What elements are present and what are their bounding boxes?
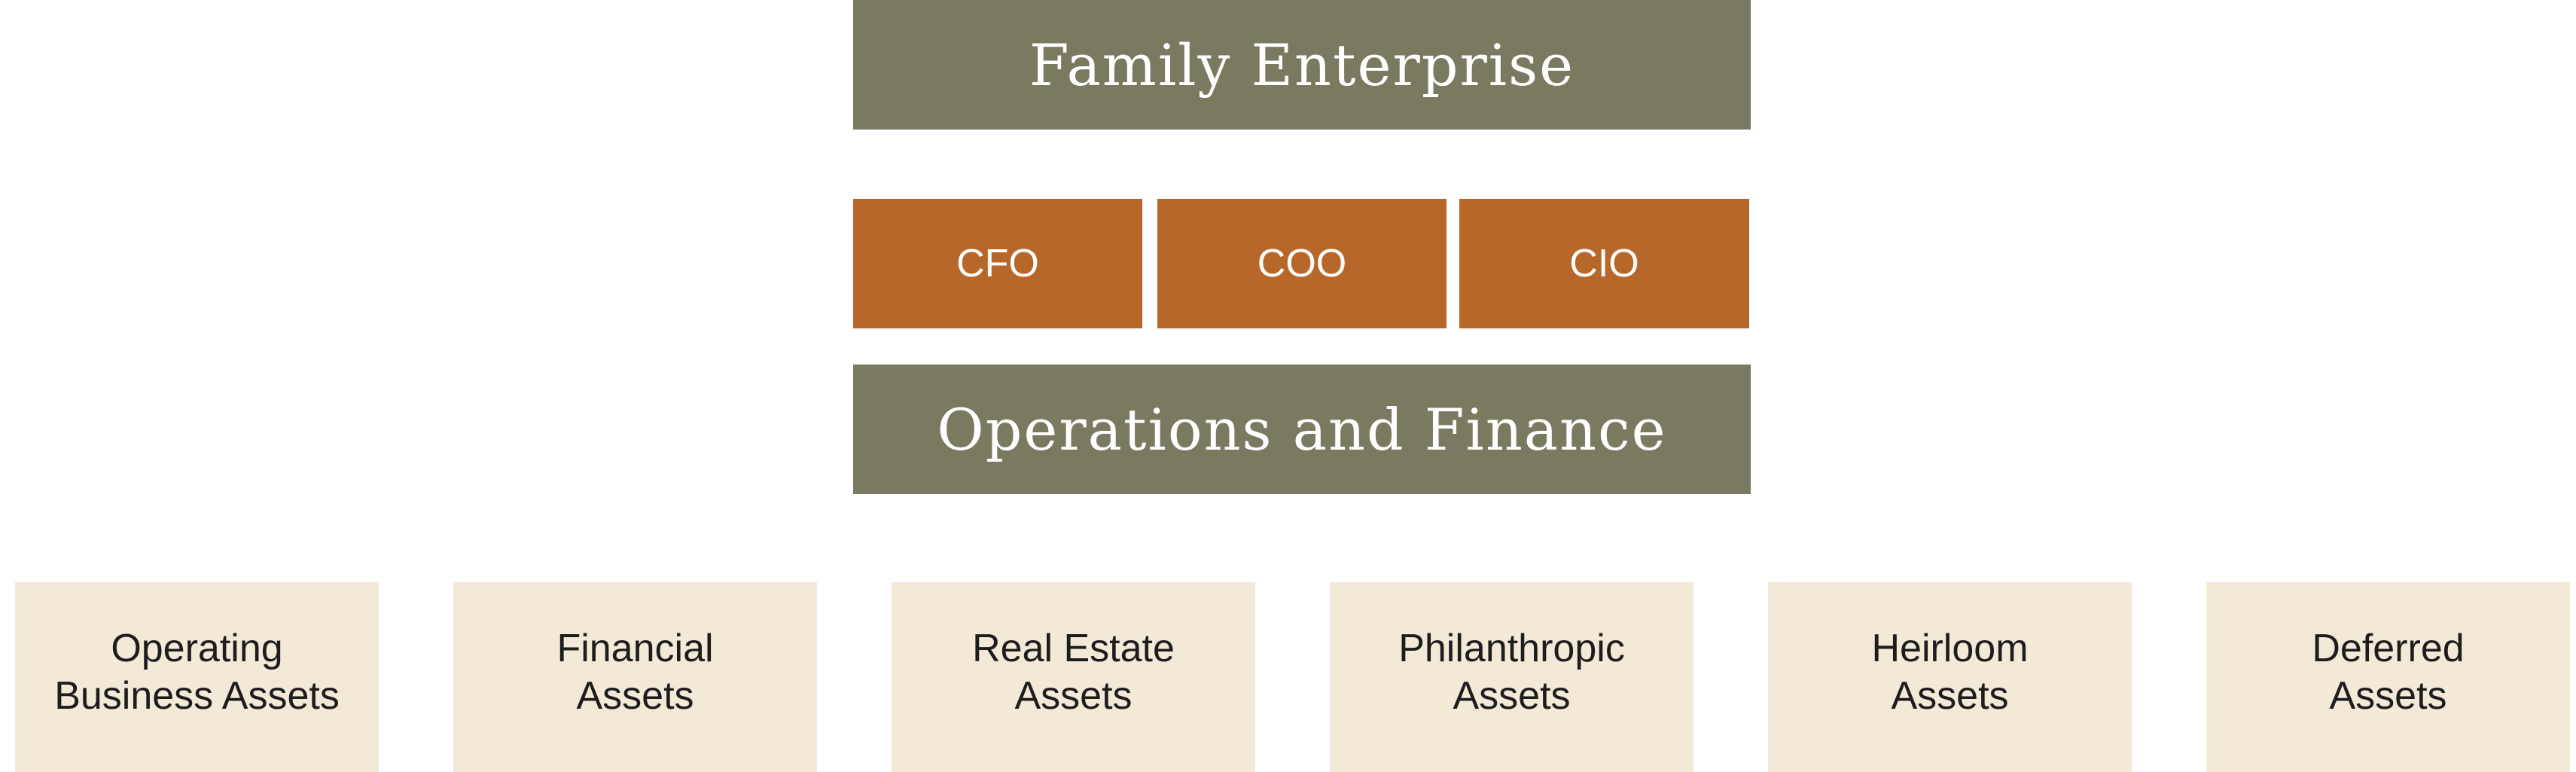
asset-label-line1: Real Estate — [972, 627, 1175, 670]
asset-label-line2: Assets — [2329, 674, 2447, 718]
asset-label-line1: Operating — [111, 627, 283, 670]
cio-box: CIO — [1459, 199, 1749, 328]
philanthropic-assets-box: Philanthropic Assets — [1330, 582, 1693, 772]
cfo-label: CFO — [956, 242, 1039, 285]
asset-label-line1: Financial — [556, 627, 714, 670]
coo-label: COO — [1257, 242, 1347, 285]
asset-label-line2: Business Assets — [54, 674, 340, 718]
asset-label-line2: Assets — [576, 674, 694, 718]
real-estate-assets-box: Real Estate Assets — [892, 582, 1255, 772]
operating-business-assets-box: Operating Business Assets — [15, 582, 379, 772]
asset-label-line1: Deferred — [2312, 627, 2465, 670]
operations-finance-label: Operations and Finance — [937, 395, 1667, 463]
asset-label-line1: Philanthropic — [1398, 627, 1625, 670]
family-enterprise-box: Family Enterprise — [853, 0, 1751, 130]
asset-label-line1: Heirloom — [1871, 627, 2029, 670]
heirloom-assets-box: Heirloom Assets — [1768, 582, 2132, 772]
operations-finance-box: Operations and Finance — [853, 365, 1751, 494]
asset-label-line2: Assets — [1014, 674, 1133, 718]
family-enterprise-label: Family Enterprise — [1029, 31, 1575, 99]
coo-box: COO — [1157, 199, 1447, 328]
cio-label: CIO — [1569, 242, 1639, 285]
deferred-assets-box: Deferred Assets — [2206, 582, 2570, 772]
asset-label-line2: Assets — [1453, 674, 1571, 718]
financial-assets-box: Financial Assets — [453, 582, 817, 772]
asset-label-line2: Assets — [1891, 674, 2009, 718]
cfo-box: CFO — [853, 199, 1142, 328]
